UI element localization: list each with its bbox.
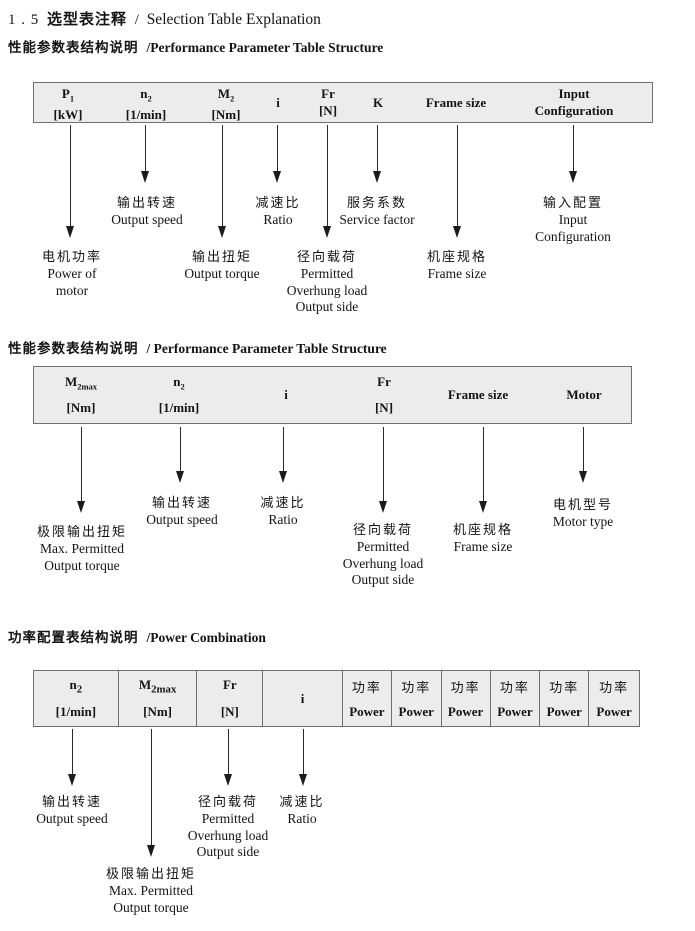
- col-p1: P1 [kW]: [53, 86, 83, 122]
- down-arrow-icon: [217, 125, 227, 238]
- col-power: 功率 Power: [540, 671, 590, 726]
- col-frame-size: Frame size: [425, 94, 487, 110]
- col-m2max: M2max [Nm]: [64, 374, 98, 415]
- down-arrow-icon: [67, 729, 77, 786]
- col-motor: Motor: [566, 387, 602, 402]
- col-i: i: [284, 387, 288, 402]
- down-arrow-icon: [175, 427, 185, 483]
- down-arrow-icon: [298, 729, 308, 786]
- col-power: 功率 Power: [343, 671, 392, 726]
- section3-heading-cn: 功率配置表结构说明: [8, 630, 139, 646]
- title-number: 1 . 5: [8, 12, 40, 28]
- down-arrow-icon: [278, 427, 288, 483]
- down-arrow-icon: [452, 125, 462, 238]
- section2-heading-en: / Performance Parameter Table Structure: [146, 341, 387, 356]
- col-frame-size: Frame size: [447, 387, 509, 402]
- down-arrow-icon: [568, 125, 578, 183]
- section2-heading: 性能参数表结构说明 / Performance Parameter Table …: [8, 337, 387, 358]
- section2-heading-cn: 性能参数表结构说明: [8, 341, 139, 357]
- down-arrow-icon: [378, 427, 388, 513]
- col-power: 功率 Power: [596, 681, 632, 719]
- down-arrow-icon: [146, 729, 156, 857]
- down-arrow-icon: [76, 427, 86, 513]
- col-m2max: M2max [Nm]: [119, 671, 198, 726]
- section1-heading-cn: 性能参数表结构说明: [8, 40, 139, 56]
- col-fr: Fr [N]: [318, 86, 338, 118]
- section1-heading: 性能参数表结构说明 /Performance Parameter Table S…: [8, 36, 383, 57]
- page-title: 1 . 5 选型表注释 / Selection Table Explanatio…: [8, 8, 321, 29]
- down-arrow-icon: [223, 729, 233, 786]
- col-power: 功率 Power: [442, 671, 491, 726]
- col-i: i: [276, 94, 280, 110]
- section1-heading-en: /Performance Parameter Table Structure: [146, 40, 384, 55]
- power-combination-table: n2 [1/min] M2max [Nm] Fr [N] i 功率 Power …: [33, 670, 640, 727]
- down-arrow-icon: [65, 125, 75, 238]
- col-power: 功率 Power: [491, 671, 541, 726]
- col-n2: n2 [1/min]: [34, 671, 119, 726]
- down-arrow-icon: [322, 125, 332, 238]
- down-arrow-icon: [272, 125, 282, 183]
- section3-heading-en: /Power Combination: [146, 630, 266, 645]
- title-separator: /: [134, 12, 139, 28]
- down-arrow-icon: [578, 427, 588, 483]
- section3-heading: 功率配置表结构说明 /Power Combination: [8, 626, 266, 647]
- col-power: 功率 Power: [392, 671, 442, 726]
- down-arrow-icon: [372, 125, 382, 183]
- down-arrow-icon: [140, 125, 150, 183]
- col-fr: Fr [N]: [197, 671, 264, 726]
- performance-table-1: P1 [kW] n2 [1/min] M2 [Nm] i Fr [N] K Fr…: [33, 82, 653, 123]
- col-n2: n2 [1/min]: [125, 86, 167, 122]
- title-chinese: 选型表注释: [47, 10, 128, 28]
- title-english: Selection Table Explanation: [146, 11, 321, 28]
- col-k: K: [372, 94, 384, 110]
- col-input-configuration: Input Configuration: [534, 86, 614, 118]
- down-arrow-icon: [478, 427, 488, 513]
- col-i: i: [263, 671, 343, 726]
- performance-table-2: M2max [Nm] n2 [1/min] i Fr [N] Frame siz…: [33, 366, 632, 424]
- col-n2: n2 [1/min]: [158, 374, 200, 415]
- col-fr: Fr [N]: [374, 374, 394, 415]
- col-m2: M2 [Nm]: [211, 86, 241, 122]
